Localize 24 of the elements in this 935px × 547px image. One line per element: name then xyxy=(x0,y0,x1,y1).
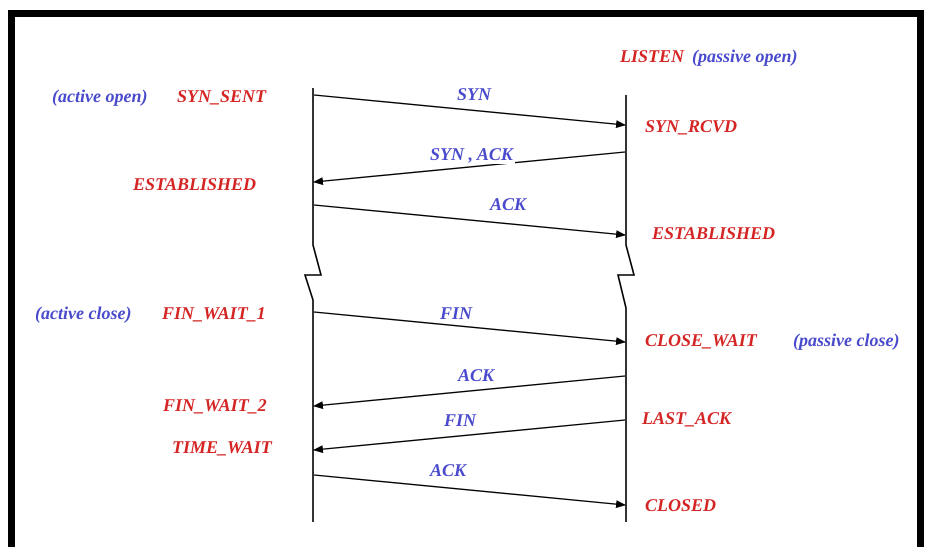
state-label: CLOSE_WAIT xyxy=(645,330,757,350)
note-label: (active open) xyxy=(52,86,148,106)
note-label: (active close) xyxy=(35,303,132,323)
state-label: LISTEN xyxy=(620,46,684,66)
state-label: ESTABLISHED xyxy=(652,223,776,243)
note-label: (passive open) xyxy=(692,46,798,66)
lifeline xyxy=(615,95,637,522)
state-label: CLOSED xyxy=(645,495,716,515)
state-label: FIN_WAIT_1 xyxy=(162,303,266,323)
state-label: TIME_WAIT xyxy=(172,437,272,457)
arrow xyxy=(314,204,626,238)
state-label: ESTABLISHED xyxy=(133,174,256,194)
arrow xyxy=(313,151,626,186)
arrow xyxy=(314,311,626,346)
arrow xyxy=(314,474,626,508)
lifeline xyxy=(302,88,324,522)
arrow xyxy=(313,375,626,410)
arrow xyxy=(314,94,626,128)
state-label: SYN_RCVD xyxy=(645,116,738,136)
arrow xyxy=(313,419,626,454)
state-label: SYN_SENT xyxy=(177,86,266,106)
note-label: (passive close) xyxy=(793,330,900,350)
state-label: FIN_WAIT_2 xyxy=(163,395,267,415)
state-label: LAST_ACK xyxy=(642,408,732,428)
